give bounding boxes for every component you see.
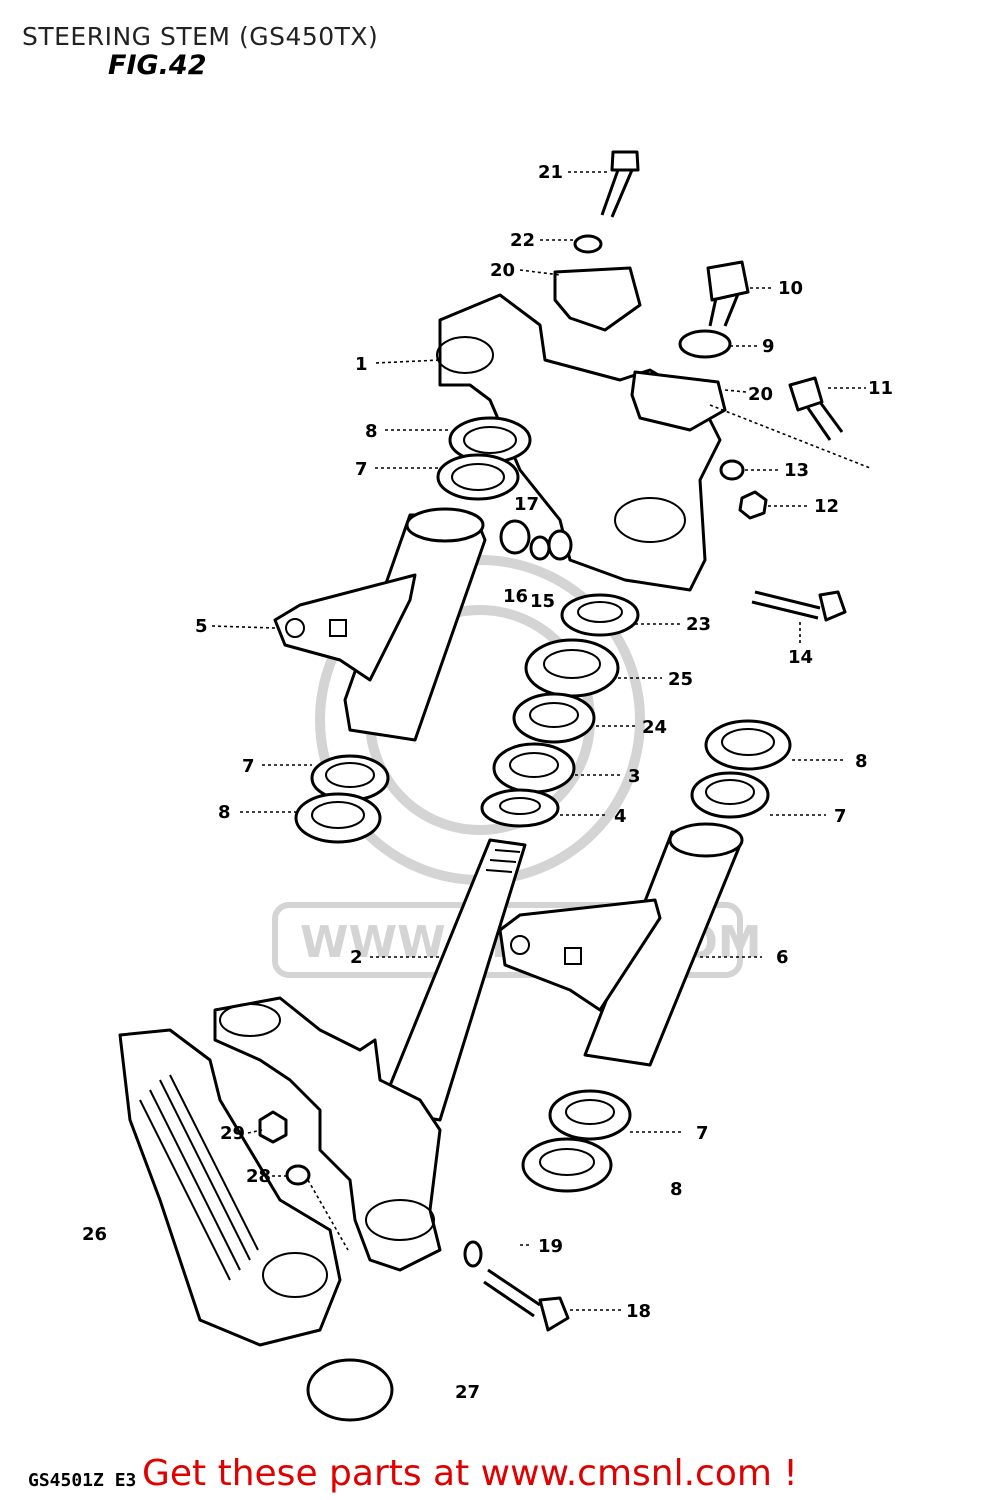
label-14: 14 <box>788 647 813 668</box>
part-5-left-fork-cover <box>273 507 487 742</box>
part-7-bushing-upper-left <box>436 453 520 501</box>
label-20-upper: 20 <box>490 260 515 281</box>
label-8-right: 8 <box>855 751 868 772</box>
part-20-cap-right <box>630 370 727 432</box>
label-12: 12 <box>814 496 839 517</box>
label-17: 17 <box>514 494 539 515</box>
label-25: 25 <box>668 669 693 690</box>
label-22: 22 <box>510 230 535 251</box>
label-8-upper-left: 8 <box>365 421 378 442</box>
label-18: 18 <box>626 1301 651 1322</box>
label-7-left: 7 <box>242 756 255 777</box>
figure-number: FIG.42 <box>108 50 207 81</box>
part-2-steering-stem <box>378 838 527 1122</box>
parts-link-banner[interactable]: Get these parts at www.cmsnl.com ! <box>142 1453 798 1494</box>
label-9: 9 <box>762 336 775 357</box>
part-11-bolt <box>788 376 844 441</box>
page-title: STEERING STEM (GS450TX) <box>22 22 379 51</box>
label-13: 13 <box>784 460 809 481</box>
part-24-bearing <box>512 692 596 744</box>
part-8-seal-lower <box>521 1137 613 1193</box>
part-29-nut <box>258 1110 288 1144</box>
part-7-bushing-lower <box>548 1089 632 1141</box>
label-15: 15 <box>530 591 555 612</box>
label-11: 11 <box>868 378 893 399</box>
label-27: 27 <box>455 1382 480 1403</box>
part-18-bolt <box>483 1268 570 1332</box>
part-13-washer <box>719 459 745 481</box>
part-4-race <box>480 788 560 828</box>
part-28-washer <box>285 1164 311 1186</box>
part-3-bearing <box>492 742 576 794</box>
label-28: 28 <box>246 1166 271 1187</box>
label-1: 1 <box>355 354 368 375</box>
part-19-washer <box>463 1240 483 1268</box>
label-24: 24 <box>642 717 667 738</box>
label-21: 21 <box>538 162 563 183</box>
part-27-cap <box>306 1358 394 1422</box>
label-8-left: 8 <box>218 802 231 823</box>
part-labels: 21 22 20 10 9 1 20 11 8 7 13 17 12 16 15… <box>82 162 893 1403</box>
part-8-seal-right <box>704 719 792 771</box>
label-3: 3 <box>628 766 641 787</box>
part-20-cap-upper <box>553 266 642 332</box>
label-29: 29 <box>220 1123 245 1144</box>
label-2: 2 <box>350 947 363 968</box>
label-7-right: 7 <box>834 806 847 827</box>
label-16: 16 <box>503 586 528 607</box>
part-22-nut <box>573 234 603 254</box>
part-25-race <box>524 638 620 698</box>
label-26: 26 <box>82 1224 107 1245</box>
model-code: GS4501Z E3 <box>28 1470 137 1491</box>
part-16-washer <box>529 535 551 561</box>
part-10-bolt <box>706 260 750 327</box>
label-19: 19 <box>538 1236 563 1257</box>
part-8-seal-left <box>294 792 382 844</box>
part-6-right-fork-cover <box>498 822 744 1067</box>
part-12-nut <box>738 490 768 520</box>
label-5: 5 <box>195 616 208 637</box>
part-26-lower-cover <box>118 1028 342 1347</box>
part-21-bolt <box>600 150 640 218</box>
label-7-lower: 7 <box>696 1123 709 1144</box>
part-1-upper-bracket <box>438 293 722 592</box>
label-7-upper-left: 7 <box>355 459 368 480</box>
part-17-cap <box>499 519 531 555</box>
part-9-washer <box>678 329 732 359</box>
part-23-dust-seal <box>560 593 640 637</box>
label-20-right: 20 <box>748 384 773 405</box>
label-6: 6 <box>776 947 789 968</box>
label-23: 23 <box>686 614 711 635</box>
label-4: 4 <box>614 806 627 827</box>
label-10: 10 <box>778 278 803 299</box>
leader-lines <box>211 171 866 1311</box>
part-14-bolt <box>751 590 847 622</box>
part-15-washer <box>547 529 573 561</box>
label-8-lower: 8 <box>670 1179 683 1200</box>
